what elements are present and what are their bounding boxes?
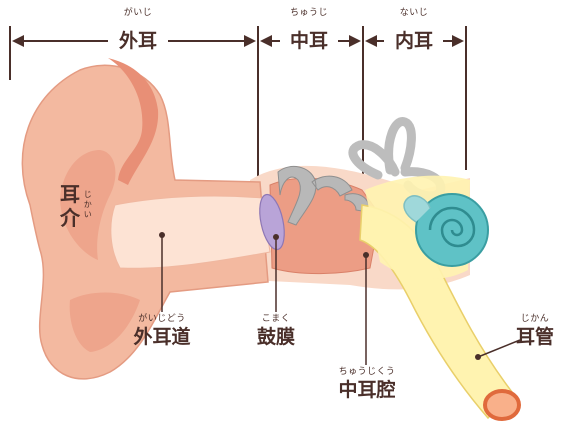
middle-ear-ruby: ちゅうじ [283,8,335,18]
eustachian-tube-label: 耳管 [508,326,562,348]
eardrum-label: 鼓膜 [250,326,302,348]
ear-canal-ruby: がいじどう [122,314,202,324]
eardrum-ruby: こまく [250,314,302,324]
outer-ear-ruby: がいじ [115,8,161,18]
inner-ear-label: 内耳 [388,30,440,52]
auricle-label: 耳介 [58,182,82,230]
outer-ear-label: 外耳 [113,30,163,52]
middle-ear-label: 中耳 [284,30,334,52]
tympanic-cavity-label: 中耳腔 [322,379,412,401]
eustachian-tube-opening [485,391,519,419]
auricle-ruby: じかい [82,190,94,220]
tympanic-cavity-ruby: ちゅうじくう [322,367,412,377]
eustachian-tube-ruby: じかん [510,314,560,324]
ear-canal-label: 外耳道 [122,326,202,348]
inner-ear-ruby: ないじ [389,8,439,18]
